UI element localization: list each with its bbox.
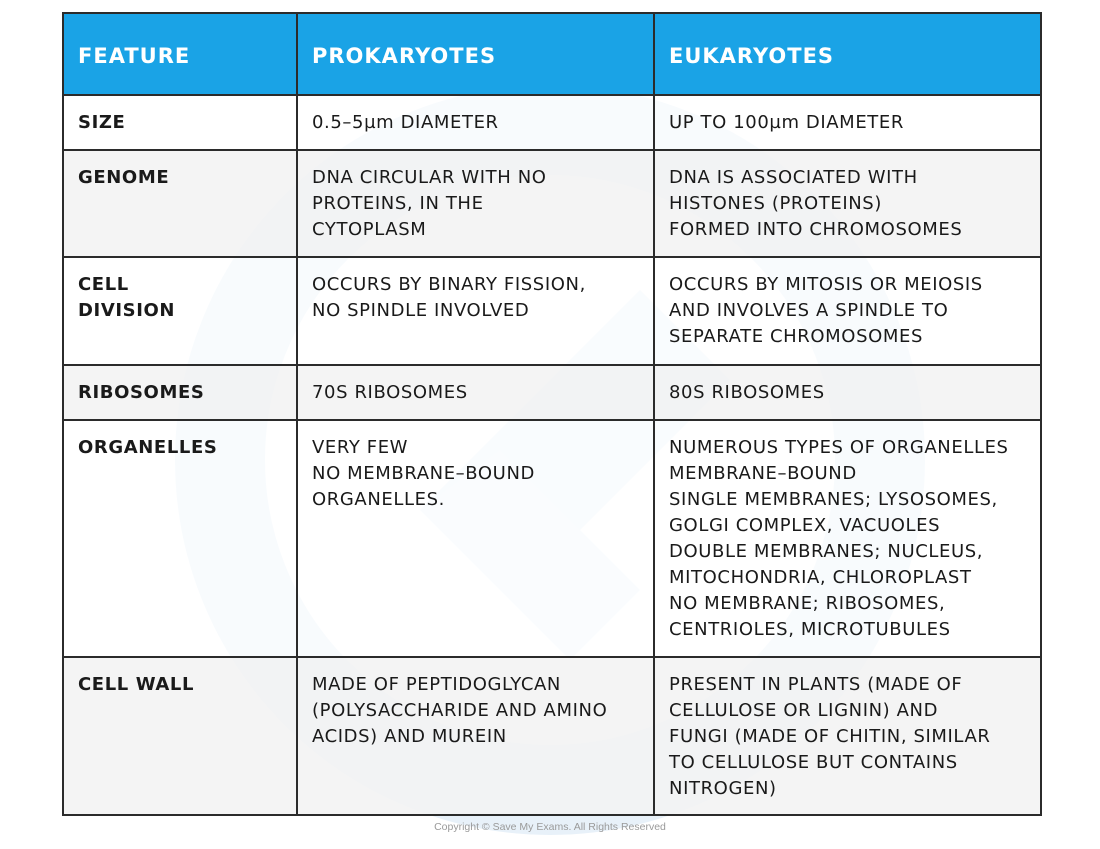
eukaryotes-cell: NUMEROUS TYPES OF ORGANELLES MEMBRANE–BO… — [653, 419, 1042, 658]
prokaryotes-cell: MADE OF PEPTIDOGLYCAN (POLYSACCHARIDE AN… — [296, 656, 655, 816]
feature-cell: RIBOSOMES — [62, 364, 298, 421]
prokaryote-eukaryote-comparison-table: FEATURE PROKARYOTES EUKARYOTES SIZE 0.5–… — [62, 12, 1042, 816]
prokaryotes-cell: DNA CIRCULAR WITH NO PROTEINS, IN THE CY… — [296, 149, 655, 258]
feature-cell: ORGANELLES — [62, 419, 298, 658]
header-feature: FEATURE — [62, 12, 298, 96]
table-row-size: SIZE 0.5–5µm DIAMETER UP TO 100µm DIAMET… — [62, 94, 1042, 151]
table-row-cell-wall: CELL WALL MADE OF PEPTIDOGLYCAN (POLYSAC… — [62, 656, 1042, 816]
prokaryotes-cell: 70S RIBOSOMES — [296, 364, 655, 421]
feature-cell: CELL WALL — [62, 656, 298, 816]
eukaryotes-cell: 80S RIBOSOMES — [653, 364, 1042, 421]
eukaryotes-cell: DNA IS ASSOCIATED WITH HISTONES (PROTEIN… — [653, 149, 1042, 258]
prokaryotes-cell: VERY FEW NO MEMBRANE–BOUND ORGANELLES. — [296, 419, 655, 658]
prokaryotes-cell: 0.5–5µm DIAMETER — [296, 94, 655, 151]
header-prokaryotes: PROKARYOTES — [296, 12, 655, 96]
table-row-genome: GENOME DNA CIRCULAR WITH NO PROTEINS, IN… — [62, 149, 1042, 258]
header-eukaryotes: EUKARYOTES — [653, 12, 1042, 96]
feature-cell: CELL DIVISION — [62, 256, 298, 366]
table-row-organelles: ORGANELLES VERY FEW NO MEMBRANE–BOUND OR… — [62, 419, 1042, 658]
copyright-notice: Copyright © Save My Exams. All Rights Re… — [434, 821, 666, 833]
prokaryotes-cell: OCCURS BY BINARY FISSION, NO SPINDLE INV… — [296, 256, 655, 366]
table-header-row: FEATURE PROKARYOTES EUKARYOTES — [62, 12, 1042, 96]
feature-cell: GENOME — [62, 149, 298, 258]
eukaryotes-cell: PRESENT IN PLANTS (MADE OF CELLULOSE OR … — [653, 656, 1042, 816]
eukaryotes-cell: OCCURS BY MITOSIS OR MEIOSIS AND INVOLVE… — [653, 256, 1042, 366]
eukaryotes-cell: UP TO 100µm DIAMETER — [653, 94, 1042, 151]
table-row-cell-division: CELL DIVISION OCCURS BY BINARY FISSION, … — [62, 256, 1042, 366]
table-row-ribosomes: RIBOSOMES 70S RIBOSOMES 80S RIBOSOMES — [62, 364, 1042, 421]
feature-cell: SIZE — [62, 94, 298, 151]
